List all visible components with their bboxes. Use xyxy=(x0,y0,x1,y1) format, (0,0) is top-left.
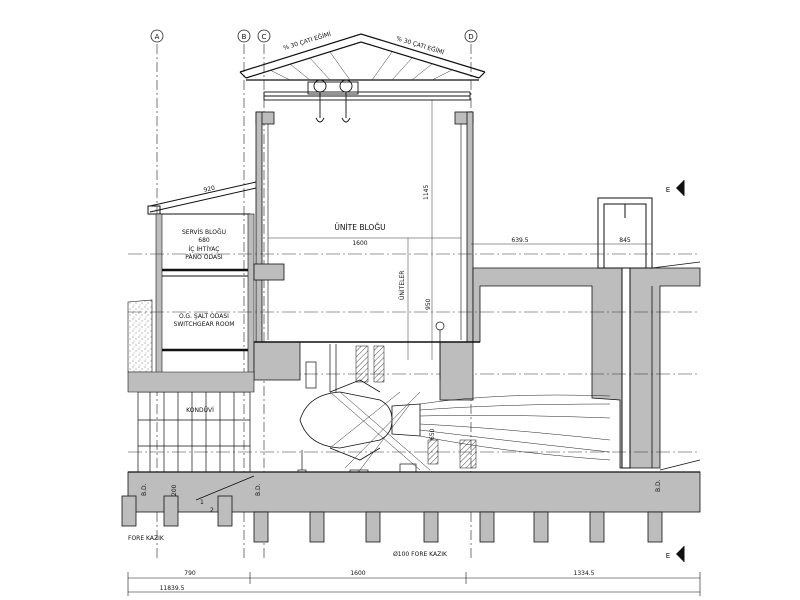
hatched-block-3 xyxy=(459,439,477,469)
vertical-dim-3: 650 xyxy=(429,428,436,440)
column-flanges xyxy=(267,124,462,340)
left-upstream-slope xyxy=(127,371,255,393)
bd-left: B.D. xyxy=(141,483,148,496)
hatched-block-1 xyxy=(355,345,369,383)
roof-truss xyxy=(269,51,453,81)
pile xyxy=(121,495,137,527)
unit-interior-dim-lines xyxy=(268,100,461,360)
service-block-label: SERVİS BLOĞU xyxy=(182,229,226,236)
roof-slope-right: % 30 ÇATI EĞİMİ xyxy=(395,35,445,56)
right-box-dim: 845 xyxy=(619,237,631,244)
pile xyxy=(423,511,439,543)
service-right-wall xyxy=(247,213,255,375)
lower-concrete-mass xyxy=(253,263,474,401)
section-marker-bottom-label: E xyxy=(666,552,670,560)
right-top-dim: 639.5 xyxy=(511,237,528,244)
section-marker-top-label: E xyxy=(666,186,670,194)
pile xyxy=(479,511,495,543)
hatched-block-4 xyxy=(427,439,439,465)
bottom-dim-left: 790 xyxy=(184,570,196,577)
pile-row xyxy=(121,495,663,543)
pile xyxy=(647,511,663,543)
grid-axis-bubbles xyxy=(150,29,478,43)
switchgear-line2: SWITCHGEAR ROOM xyxy=(174,321,235,328)
aux-panel-line2: PANO ODASI xyxy=(185,254,223,261)
tailrace-gate-frame xyxy=(597,197,653,469)
switchgear-line1: O.G. ŞALT ODASI xyxy=(179,313,229,320)
grid-axis-a: A xyxy=(155,33,160,41)
service-block-dim: 680 xyxy=(198,237,210,244)
slope-ratio-1: 1 xyxy=(200,499,204,506)
slope-ratio-2: 2 xyxy=(210,507,214,514)
hatched-block-2 xyxy=(373,345,385,383)
pile xyxy=(533,511,549,543)
draft-tube xyxy=(329,391,611,471)
bd-left-height: 200 xyxy=(171,484,178,496)
section-marker-top xyxy=(676,180,685,196)
tailrace-structure xyxy=(472,267,701,469)
left-ground-fill xyxy=(127,299,153,373)
roof-slope-left: % 30 ÇATI EĞİMİ xyxy=(283,31,333,52)
aux-panel-line1: İÇ İHTİYAÇ xyxy=(189,246,220,253)
grid-axis-c: C xyxy=(262,33,267,41)
bottom-dim-chain xyxy=(127,572,701,596)
bottom-dim-total: 11839.5 xyxy=(160,585,185,592)
pile xyxy=(163,495,179,527)
service-left-wall xyxy=(155,213,163,375)
section-marker-bottom xyxy=(676,546,685,562)
service-roof-dim: 920 xyxy=(203,185,216,194)
vertical-dim-2: 950 xyxy=(425,298,432,310)
tailrace-outline xyxy=(651,261,701,471)
pile-left-label: FORE KAZIK xyxy=(128,535,165,542)
turbines-label: ÜNİTELER xyxy=(399,271,406,300)
pile xyxy=(217,495,233,527)
pile-center-label: Ø100 FORE KAZIK xyxy=(393,551,448,558)
unit-width-dim: 1600 xyxy=(352,240,367,247)
conduit-label: KONDÜVİ xyxy=(186,407,214,414)
pile xyxy=(589,511,605,543)
bd-right: B.D. xyxy=(655,479,662,492)
foundation-slab xyxy=(127,471,701,513)
overhead-crane xyxy=(263,79,471,123)
bottom-dim-right: 1334.5 xyxy=(574,570,595,577)
pile xyxy=(365,511,381,543)
pile xyxy=(253,511,269,543)
grid-axis-d: D xyxy=(468,33,473,41)
bd-mid: B.D. xyxy=(255,483,262,496)
unit-block-label: ÜNİTE BLOĞU xyxy=(334,223,385,232)
service-block-roof xyxy=(147,181,257,215)
main-roof xyxy=(239,33,486,81)
left-slope-detail xyxy=(195,475,255,501)
pile xyxy=(309,511,325,543)
conduit-structure xyxy=(137,391,251,473)
grid-axis-b: B xyxy=(242,33,247,41)
vertical-dim-1: 1145 xyxy=(423,185,430,200)
bulb-turbine xyxy=(299,379,421,461)
bottom-dim-mid: 1600 xyxy=(350,570,365,577)
